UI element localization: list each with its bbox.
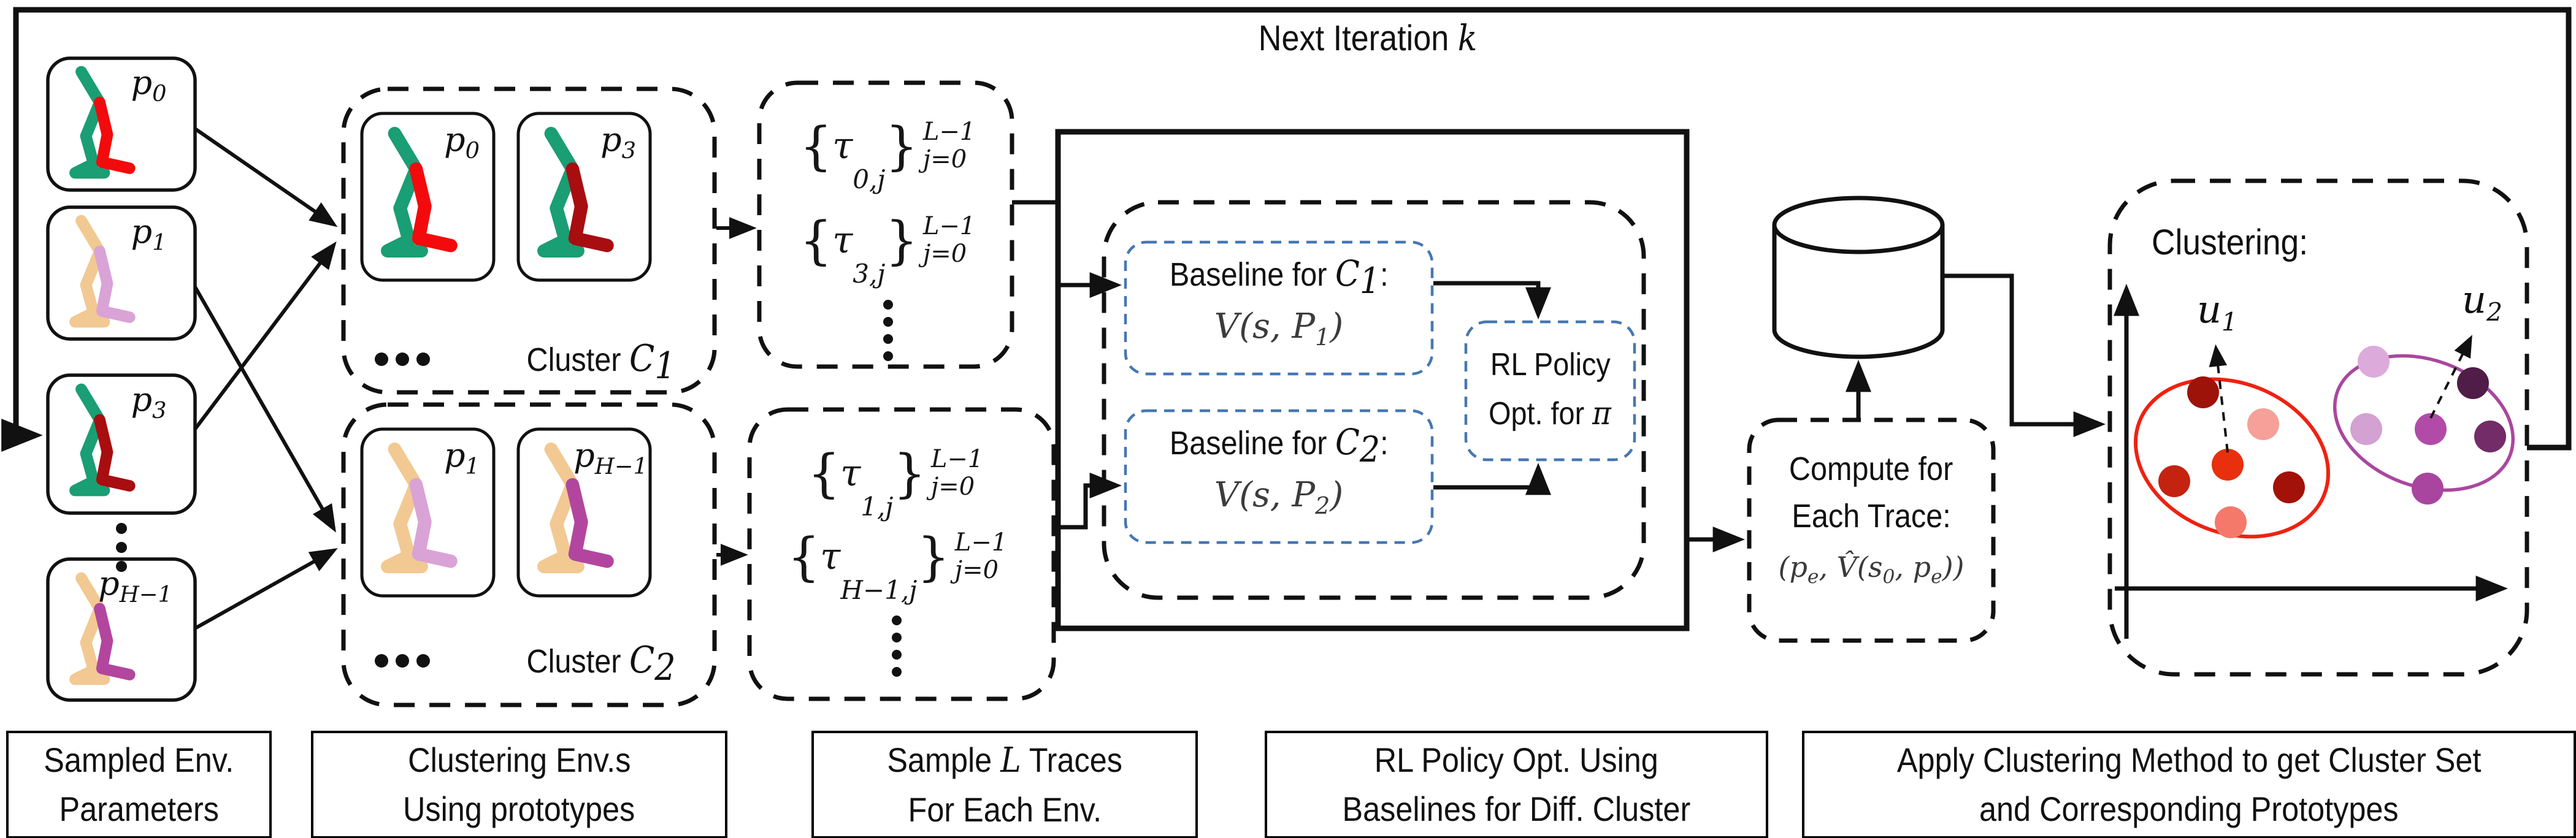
walker-pH1 <box>69 572 136 685</box>
baseline1-title: Baseline for C1: <box>1169 253 1389 302</box>
walker-cluster1-p0 <box>381 126 458 258</box>
walker-p0 <box>69 66 136 179</box>
rl-policy-line1: RL Policy <box>1490 347 1611 383</box>
u2-label: u2 <box>2462 277 2502 327</box>
arrow-pH1-to-cluster2 <box>194 548 338 630</box>
cluster-point <box>2474 421 2506 452</box>
rl-policy-line2: Opt. for π <box>1489 395 1612 432</box>
cluster2-member-label-p1: p1 <box>444 436 480 479</box>
caption-apply-clustering: Apply Clustering Method to get Cluster S… <box>1802 731 2576 838</box>
trace1-vertical-ellipsis <box>883 300 893 361</box>
cluster-point <box>2273 471 2305 503</box>
cluster-point <box>2457 367 2489 399</box>
next-iteration-text: Next Iteration <box>1258 18 1458 58</box>
arrow-trace2-to-baseline2 <box>1054 473 1122 530</box>
clustering-title: Clustering: <box>2152 223 2309 262</box>
compute-line1: Compute for <box>1789 451 1953 487</box>
baseline1-box <box>1124 240 1434 376</box>
arrow-p1-to-cluster2 <box>193 286 336 533</box>
walker-cluster2-pH1 <box>537 442 614 574</box>
arrow-baseline2-to-rl <box>1433 462 1551 495</box>
clustering-result-box <box>2107 178 2529 677</box>
cluster1-member-label-p3: p3 <box>600 120 636 164</box>
arrow-p0-to-cluster1 <box>194 127 338 227</box>
policy-opt-dashed-box <box>1102 200 1646 600</box>
red-cluster-ellipse <box>2133 377 2331 539</box>
feedback-loop-line <box>1 7 2572 452</box>
baseline2-title: Baseline for C2: <box>1169 421 1389 470</box>
database-cylinder-icon <box>1772 196 1945 359</box>
cluster2-member-box-p1 <box>360 427 496 598</box>
compute-trace-box <box>1747 417 1996 643</box>
rl-policy-opt-box <box>1464 320 1636 462</box>
cluster-point <box>2247 408 2279 440</box>
cluster-point <box>2412 473 2444 505</box>
cluster-point <box>2187 376 2219 408</box>
cluster-point <box>2158 465 2190 497</box>
caption-clustering-envs: Clustering Env.s Using prototypes <box>311 731 727 838</box>
compute-formula: (pe, V̂(s0, pe)) <box>1778 550 1965 589</box>
env-label-p3: p3 <box>131 380 167 424</box>
policy-opt-rect <box>1055 129 1690 631</box>
cluster-point <box>2358 346 2390 378</box>
cluster-point <box>2215 506 2247 538</box>
cluster-point <box>2212 449 2244 481</box>
baseline2-box <box>1124 409 1434 544</box>
iteration-variable: k <box>1457 17 1478 59</box>
trace2-vertical-ellipsis <box>892 615 902 677</box>
walker-cluster2-p1 <box>381 442 458 574</box>
env-box-p1 <box>46 205 197 341</box>
env-box-p0 <box>46 56 197 192</box>
cluster2-member-box-pH1 <box>516 427 652 598</box>
env-label-p0: p0 <box>131 63 167 107</box>
trace-box-1 <box>757 80 1014 369</box>
arrow-prototype-u1 <box>2209 344 2229 453</box>
baseline1-formula: V(s, P1) <box>1214 307 1344 351</box>
next-iteration-label: Next Iteration k <box>1184 17 1552 59</box>
cluster1-ellipsis-dots <box>375 352 430 366</box>
cluster1-member-label-p0: p0 <box>444 120 480 164</box>
arrow-database-to-clustering <box>1943 273 2106 437</box>
caption-sample-traces: Sample L Traces For Each Env. <box>811 731 1198 838</box>
env-label-pH1: pH−1 <box>98 564 172 608</box>
walker-cluster1-p3 <box>537 126 614 258</box>
cluster-point <box>2415 413 2447 445</box>
walker-p3 <box>69 383 136 497</box>
cluster1-label: Cluster C1 <box>526 337 676 387</box>
cluster-point <box>2350 413 2382 445</box>
compute-line2: Each Trace: <box>1792 498 1951 535</box>
purple-cluster-ellipse <box>2333 354 2515 492</box>
caption-rl-policy-opt: RL Policy Opt. Using Baselines for Diff.… <box>1265 731 1768 838</box>
env-label-p1: p1 <box>131 212 167 256</box>
trace-box-2 <box>747 407 1056 701</box>
arrow-baseline1-to-rl <box>1433 281 1551 320</box>
env-column-vertical-ellipsis <box>116 523 127 572</box>
cluster1-member-box-p0 <box>360 112 496 282</box>
cluster2-ellipsis-dots <box>375 654 430 668</box>
caption-sampled-env-parameters: Sampled Env. Parameters <box>6 731 272 838</box>
env-box-p3 <box>46 373 197 515</box>
u1-label: u1 <box>2197 287 2237 337</box>
baseline2-formula: V(s, P2) <box>1214 475 1344 520</box>
walker-p1 <box>69 215 136 328</box>
arrow-p3-to-cluster1 <box>193 241 337 430</box>
env-box-pH1 <box>46 557 197 702</box>
cluster2-label: Cluster C2 <box>526 639 676 689</box>
cluster2-member-label-pH1: pH−1 <box>573 436 648 479</box>
cluster1-member-box-p3 <box>516 112 652 282</box>
